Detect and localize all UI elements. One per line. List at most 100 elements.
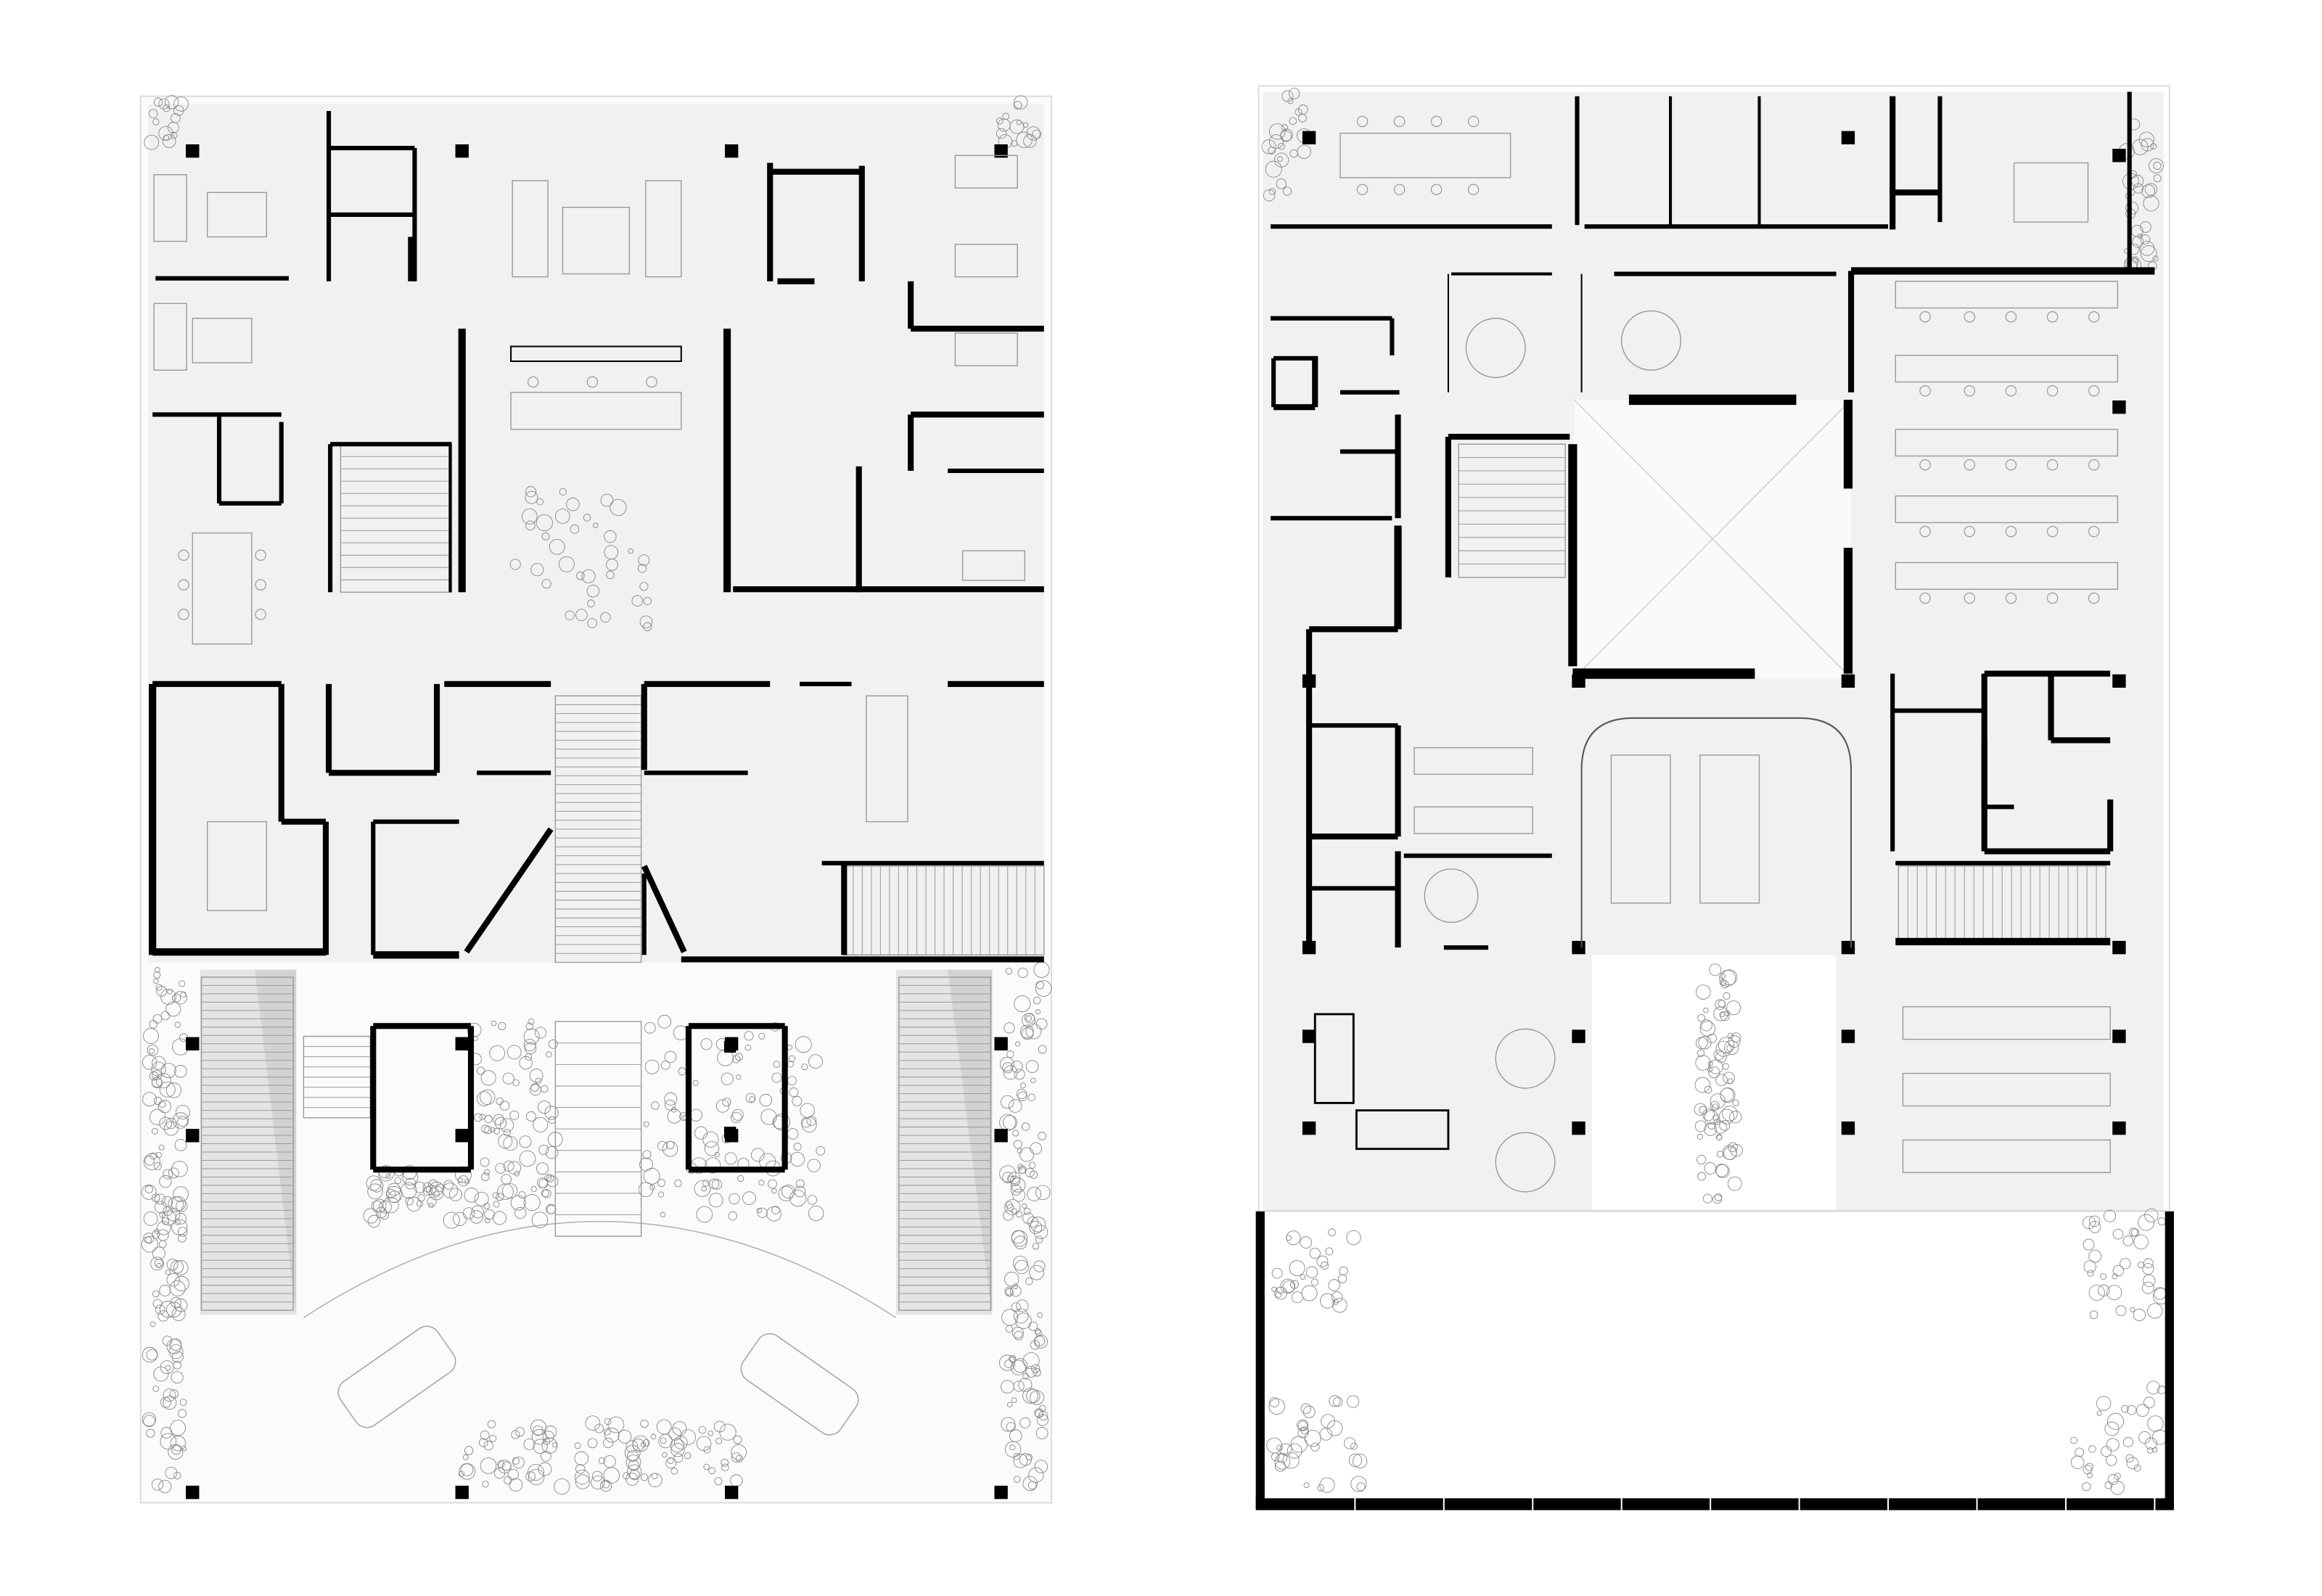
- shrub: [1035, 1426, 1049, 1439]
- shrub: [2120, 1404, 2129, 1413]
- wall: [2051, 737, 2111, 744]
- shrub: [2088, 1445, 2096, 1453]
- wall: [2127, 91, 2132, 271]
- shrub: [694, 1180, 711, 1197]
- shrub: [1722, 1063, 1729, 1070]
- wall: [1255, 1211, 1265, 1507]
- chair: [2046, 525, 2059, 538]
- shrub: [2141, 138, 2154, 152]
- wall: [948, 680, 1044, 687]
- shrub: [158, 1101, 166, 1108]
- shrub: [1010, 1177, 1026, 1193]
- shrub: [1309, 1248, 1321, 1259]
- shrub: [388, 1190, 401, 1204]
- shrub: [756, 1207, 762, 1214]
- shrub: [714, 1477, 723, 1486]
- shrub: [171, 1351, 184, 1363]
- shrub: [538, 1101, 551, 1114]
- shrub: [998, 1354, 1016, 1371]
- wall: [1892, 708, 1985, 713]
- shrub: [2152, 255, 2159, 262]
- shrub: [1025, 1277, 1033, 1286]
- shrub: [155, 1304, 165, 1315]
- shrub: [1009, 1429, 1022, 1442]
- shrub: [1027, 1216, 1038, 1228]
- shrub: [546, 1174, 554, 1182]
- shrub: [156, 1262, 162, 1269]
- shrub: [674, 1179, 682, 1188]
- shrub: [1030, 1077, 1036, 1084]
- shrub: [503, 1128, 512, 1137]
- sofa: [512, 180, 549, 278]
- wall: [152, 948, 326, 956]
- shrub: [153, 978, 159, 984]
- table: [207, 820, 268, 911]
- shrub: [1031, 1364, 1041, 1373]
- shrub: [1027, 1186, 1042, 1201]
- shrub: [2096, 1410, 2102, 1416]
- shrub: [164, 95, 179, 110]
- shrub: [1017, 1164, 1024, 1170]
- shrub: [1282, 1452, 1300, 1469]
- chair: [2088, 592, 2100, 604]
- chair: [2005, 525, 2017, 538]
- shrub: [528, 1464, 544, 1481]
- wall: [281, 818, 326, 825]
- shrub: [2089, 1310, 2099, 1320]
- column: [723, 1040, 737, 1053]
- shrub: [2143, 1274, 2156, 1288]
- shrub: [789, 1190, 807, 1207]
- sofa: [1313, 1013, 1355, 1104]
- shrub: [149, 1321, 156, 1328]
- shrub: [1300, 1274, 1306, 1280]
- shrub: [163, 1169, 173, 1180]
- shrub: [548, 1039, 558, 1049]
- shrub: [459, 1463, 476, 1480]
- chair: [646, 376, 657, 388]
- shrub: [714, 1151, 720, 1158]
- shrub: [372, 1198, 387, 1213]
- shrub: [2140, 234, 2151, 244]
- shrub: [432, 1190, 440, 1198]
- shrub: [474, 1113, 483, 1122]
- shrub: [141, 1184, 157, 1200]
- shrub: [514, 1171, 520, 1177]
- column: [186, 1129, 200, 1143]
- shrub: [525, 1022, 533, 1030]
- shrub: [1033, 996, 1041, 1005]
- shrub: [178, 1409, 187, 1418]
- wall: [911, 411, 1044, 418]
- shrub: [1012, 1130, 1020, 1137]
- planting: [998, 961, 1052, 1492]
- workstation: [1895, 495, 2119, 524]
- chair: [1919, 459, 1931, 471]
- wall: [1271, 516, 1392, 521]
- counter: [510, 345, 682, 362]
- shrub: [1719, 1011, 1726, 1018]
- shrub: [158, 98, 170, 110]
- shrub: [575, 571, 585, 580]
- shrub: [731, 1452, 742, 1463]
- shrub: [2140, 245, 2157, 262]
- planting: [2082, 1208, 2170, 1322]
- shrub: [662, 1141, 678, 1157]
- shrub: [1719, 1120, 1731, 1131]
- shrub: [154, 1201, 168, 1214]
- shrub: [1011, 1230, 1028, 1247]
- shrub: [2144, 1437, 2157, 1450]
- wall: [770, 168, 862, 175]
- shrub: [1300, 1403, 1312, 1414]
- shrub: [533, 1116, 549, 1132]
- shrub: [165, 1082, 182, 1098]
- shrub: [173, 1186, 189, 1202]
- shrub: [169, 1389, 179, 1399]
- chair: [1356, 184, 1369, 195]
- chair: [178, 579, 189, 591]
- shrub: [2140, 221, 2151, 233]
- shrub: [1268, 188, 1276, 195]
- shrub: [152, 1056, 166, 1070]
- shrub: [2147, 1303, 2163, 1319]
- wall: [1271, 316, 1392, 321]
- shrub: [498, 1134, 513, 1149]
